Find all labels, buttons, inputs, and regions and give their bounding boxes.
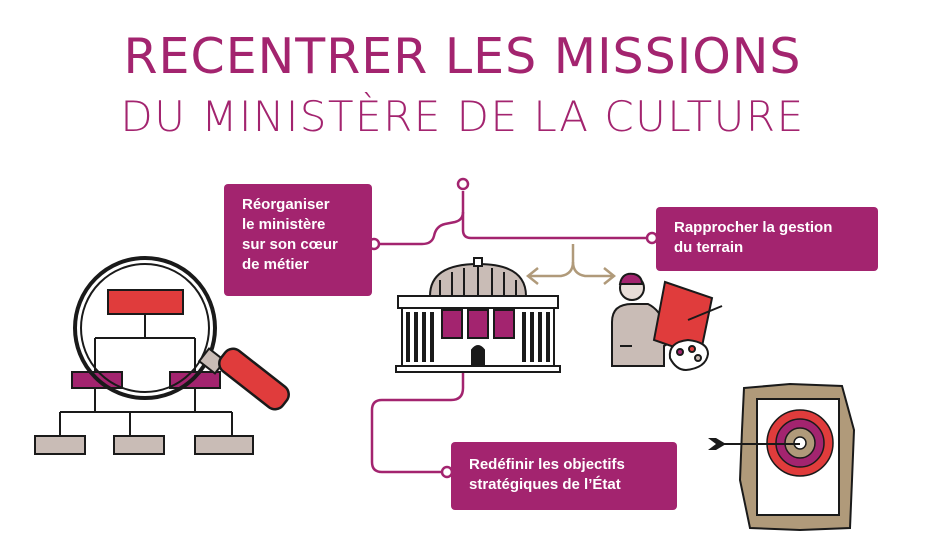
connector-node-top — [456, 177, 470, 191]
connector-lines — [370, 191, 650, 474]
box-redefinir-line-1: Redéfinir les objectifs — [469, 456, 625, 473]
box-rapprocher: Rapprocher la gestion du terrain — [656, 207, 878, 271]
museum-building-icon — [395, 257, 561, 373]
box-redefinir-line-2: stratégiques de l’État — [469, 476, 621, 493]
box-redefinir: Redéfinir les objectifs stratégiques de … — [451, 442, 677, 510]
connector-top — [378, 191, 465, 246]
box-reorganiser: Réorganiser le ministère sur son cœur de… — [224, 184, 372, 296]
connector-right — [461, 212, 650, 240]
box-reorganiser-line-1: Réorganiser — [242, 196, 330, 213]
box-reorganiser-line-3: sur son cœur — [242, 236, 338, 253]
magnifier-org-chart-icon — [34, 256, 290, 455]
title-line-2: DU MINISTÈRE DE LA CULTURE — [120, 92, 805, 141]
two-way-arrow-icon — [525, 244, 617, 285]
title-line-1: RECENTRER LES MISSIONS — [123, 28, 802, 85]
box-reorganiser-line-2: le ministère — [242, 216, 326, 233]
box-reorganiser-line-4: de métier — [242, 256, 309, 273]
box-rapprocher-line-2: du terrain — [674, 239, 744, 256]
painter-icon — [611, 272, 723, 372]
connector-bottom — [370, 352, 465, 474]
box-rapprocher-line-1: Rapprocher la gestion — [674, 219, 833, 236]
target-arrow-icon — [708, 382, 856, 532]
